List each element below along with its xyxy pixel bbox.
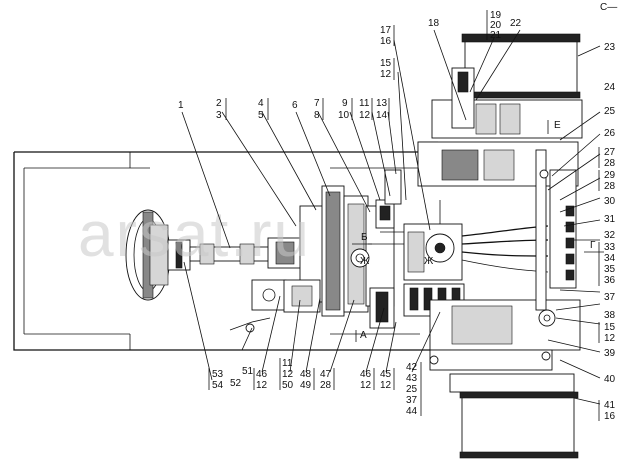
callout-25-bottom: 25 bbox=[406, 384, 418, 395]
callout-31: 31 bbox=[604, 214, 616, 225]
view-letter-g: Г bbox=[590, 240, 596, 251]
callout-48: 48 bbox=[300, 369, 312, 380]
callout-29: 29 bbox=[604, 170, 616, 181]
callout-2: 2 bbox=[216, 98, 222, 109]
leader-lines bbox=[181, 29, 601, 405]
callout-10: 10 bbox=[338, 110, 350, 121]
callout-27: 27 bbox=[604, 147, 616, 158]
callout-44: 44 bbox=[406, 406, 418, 417]
callout-33: 33 bbox=[604, 242, 616, 253]
callout-38: 38 bbox=[604, 310, 616, 321]
view-letter-e: Е bbox=[554, 120, 561, 131]
callout-32: 32 bbox=[604, 230, 616, 241]
callout-12-bottom-c: 12 bbox=[360, 380, 372, 391]
callout-35: 35 bbox=[604, 264, 616, 275]
view-letter-zh2: Ж bbox=[424, 256, 434, 267]
callout-11-top: 11 bbox=[359, 98, 370, 109]
callout-50: 50 bbox=[282, 380, 294, 391]
view-letter-a: А bbox=[360, 330, 367, 341]
callout-12-top: 12 bbox=[359, 110, 371, 121]
callout-13: 13 bbox=[376, 98, 388, 109]
callout-4: 4 bbox=[258, 98, 264, 109]
callout-14: 14 bbox=[376, 110, 388, 121]
callout-24: 24 bbox=[604, 82, 616, 93]
callout-3: 3 bbox=[216, 110, 222, 121]
drive-shaft bbox=[189, 237, 303, 269]
callout-19: 19 bbox=[490, 10, 502, 21]
callout-28-right-a: 28 bbox=[604, 158, 616, 169]
callout-7: 7 bbox=[314, 98, 320, 109]
callout-37-right: 37 bbox=[604, 292, 616, 303]
callout-12-bottom-a: 12 bbox=[256, 380, 268, 391]
callout-30: 30 bbox=[604, 196, 616, 207]
view-markers: Б Ж Ж Г Е А bbox=[352, 120, 604, 342]
pump-block bbox=[229, 279, 321, 333]
upper-wheel bbox=[417, 33, 583, 187]
callout-1: 1 bbox=[178, 100, 184, 111]
callout-51: 51 bbox=[242, 366, 254, 377]
callout-12-top-b: 12 bbox=[380, 69, 392, 80]
callout-47: 47 bbox=[320, 369, 332, 380]
callout-46-bottom-b: 46 bbox=[360, 369, 372, 380]
callout-12-bottom-d: 12 bbox=[380, 380, 392, 391]
callout-53: 53 bbox=[212, 369, 224, 380]
lower-wheel bbox=[429, 299, 581, 459]
view-letter-b: Б bbox=[361, 232, 368, 243]
callouts-bottom: 53 54 51 52 46 12 11 12 50 48 49 47 28 4… bbox=[208, 358, 422, 417]
callout-45: 45 bbox=[380, 369, 392, 380]
callout-34: 34 bbox=[604, 253, 616, 264]
callout-37-bottom: 37 bbox=[406, 395, 418, 406]
view-letter-zh1: Ж bbox=[360, 256, 370, 267]
callout-15-right: 15 bbox=[604, 322, 616, 333]
callouts-top: 1 2 3 4 5 6 7 8 9 10 11 12 13 14 15 12 1… bbox=[178, 2, 617, 121]
callout-40: 40 bbox=[604, 374, 616, 385]
callout-25-right: 25 bbox=[604, 106, 616, 117]
callout-21: 21 bbox=[490, 30, 502, 41]
callout-28-right-b: 28 bbox=[604, 181, 616, 192]
watermark: arsat.ru bbox=[78, 198, 311, 270]
callout-39: 39 bbox=[604, 348, 616, 359]
callout-16-right: 16 bbox=[604, 411, 616, 422]
callout-5: 5 bbox=[258, 110, 264, 121]
fan-assembly bbox=[125, 209, 191, 301]
callouts-right: 24 25 26 27 28 29 28 30 31 32 33 34 35 3… bbox=[598, 82, 616, 422]
right-beam bbox=[535, 149, 577, 327]
callout-12-right: 12 bbox=[604, 333, 616, 344]
callout-26: 26 bbox=[604, 128, 616, 139]
callout-36: 36 bbox=[604, 275, 616, 286]
callout-42: 42 bbox=[406, 362, 418, 373]
callout-9: 9 bbox=[342, 98, 348, 109]
callout-22: 22 bbox=[510, 18, 522, 29]
callout-18: 18 bbox=[428, 18, 440, 29]
chassis-frame bbox=[13, 141, 438, 351]
callout-16-top: 16 bbox=[380, 36, 392, 47]
callout-6: 6 bbox=[292, 100, 298, 111]
callout-43: 43 bbox=[406, 373, 418, 384]
callout-23: 23 bbox=[604, 42, 616, 53]
callout-54: 54 bbox=[212, 380, 224, 391]
callout-8: 8 bbox=[314, 110, 320, 121]
callout-12-bottom-b: 12 bbox=[282, 369, 294, 380]
callout-49: 49 bbox=[300, 380, 312, 391]
callout-15-top: 15 bbox=[380, 58, 392, 69]
corner-mark: C— bbox=[600, 2, 617, 13]
callout-46-bottom-a: 46 bbox=[256, 369, 268, 380]
callout-11-bottom: 11 bbox=[282, 358, 293, 369]
callout-41: 41 bbox=[604, 400, 616, 411]
callout-17: 17 bbox=[380, 25, 392, 36]
callout-52: 52 bbox=[230, 378, 242, 389]
callout-20: 20 bbox=[490, 20, 502, 31]
callout-28-bottom: 28 bbox=[320, 380, 332, 391]
